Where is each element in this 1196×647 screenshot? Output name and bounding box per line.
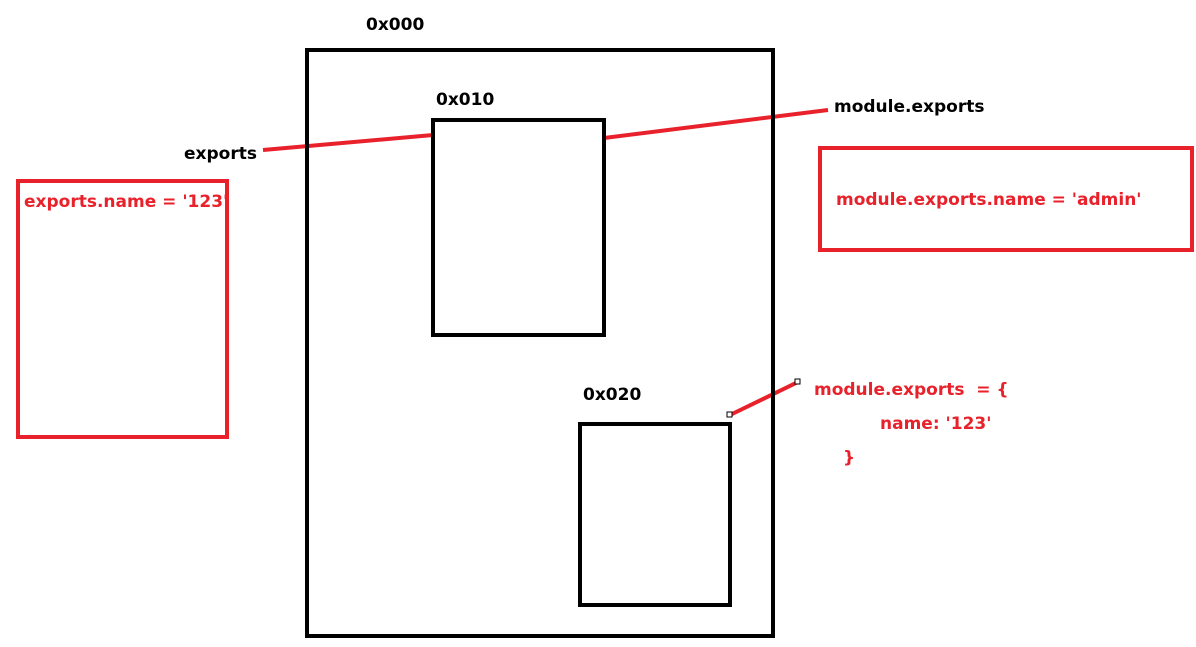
reassign-code-line-1: module.exports = { <box>814 380 1009 400</box>
module-exports-assignment-box <box>818 146 1194 252</box>
reassign-code-line-3: } <box>843 448 856 468</box>
new-object-address-label: 0x020 <box>583 385 642 405</box>
module-exports-assignment-code: module.exports.name = 'admin' <box>836 190 1142 210</box>
exports-assignment-code: exports.name = '123' <box>24 192 229 212</box>
line-handle-start <box>726 411 733 418</box>
reassign-code-line-2: name: '123' <box>880 414 992 434</box>
exports-object-box <box>431 118 606 337</box>
line-handle-end <box>794 378 801 385</box>
exports-pointer-line <box>262 133 434 152</box>
exports-assignment-box <box>16 179 229 439</box>
exports-reference-label: exports <box>184 144 257 164</box>
module-exports-reference-label: module.exports <box>834 97 985 117</box>
outer-address-label: 0x000 <box>366 15 425 35</box>
exports-object-address-label: 0x010 <box>436 90 495 110</box>
outer-memory-box <box>305 48 775 638</box>
new-object-pointer-line <box>729 380 799 417</box>
new-object-box <box>578 422 732 607</box>
module-exports-pointer-line <box>603 108 829 140</box>
